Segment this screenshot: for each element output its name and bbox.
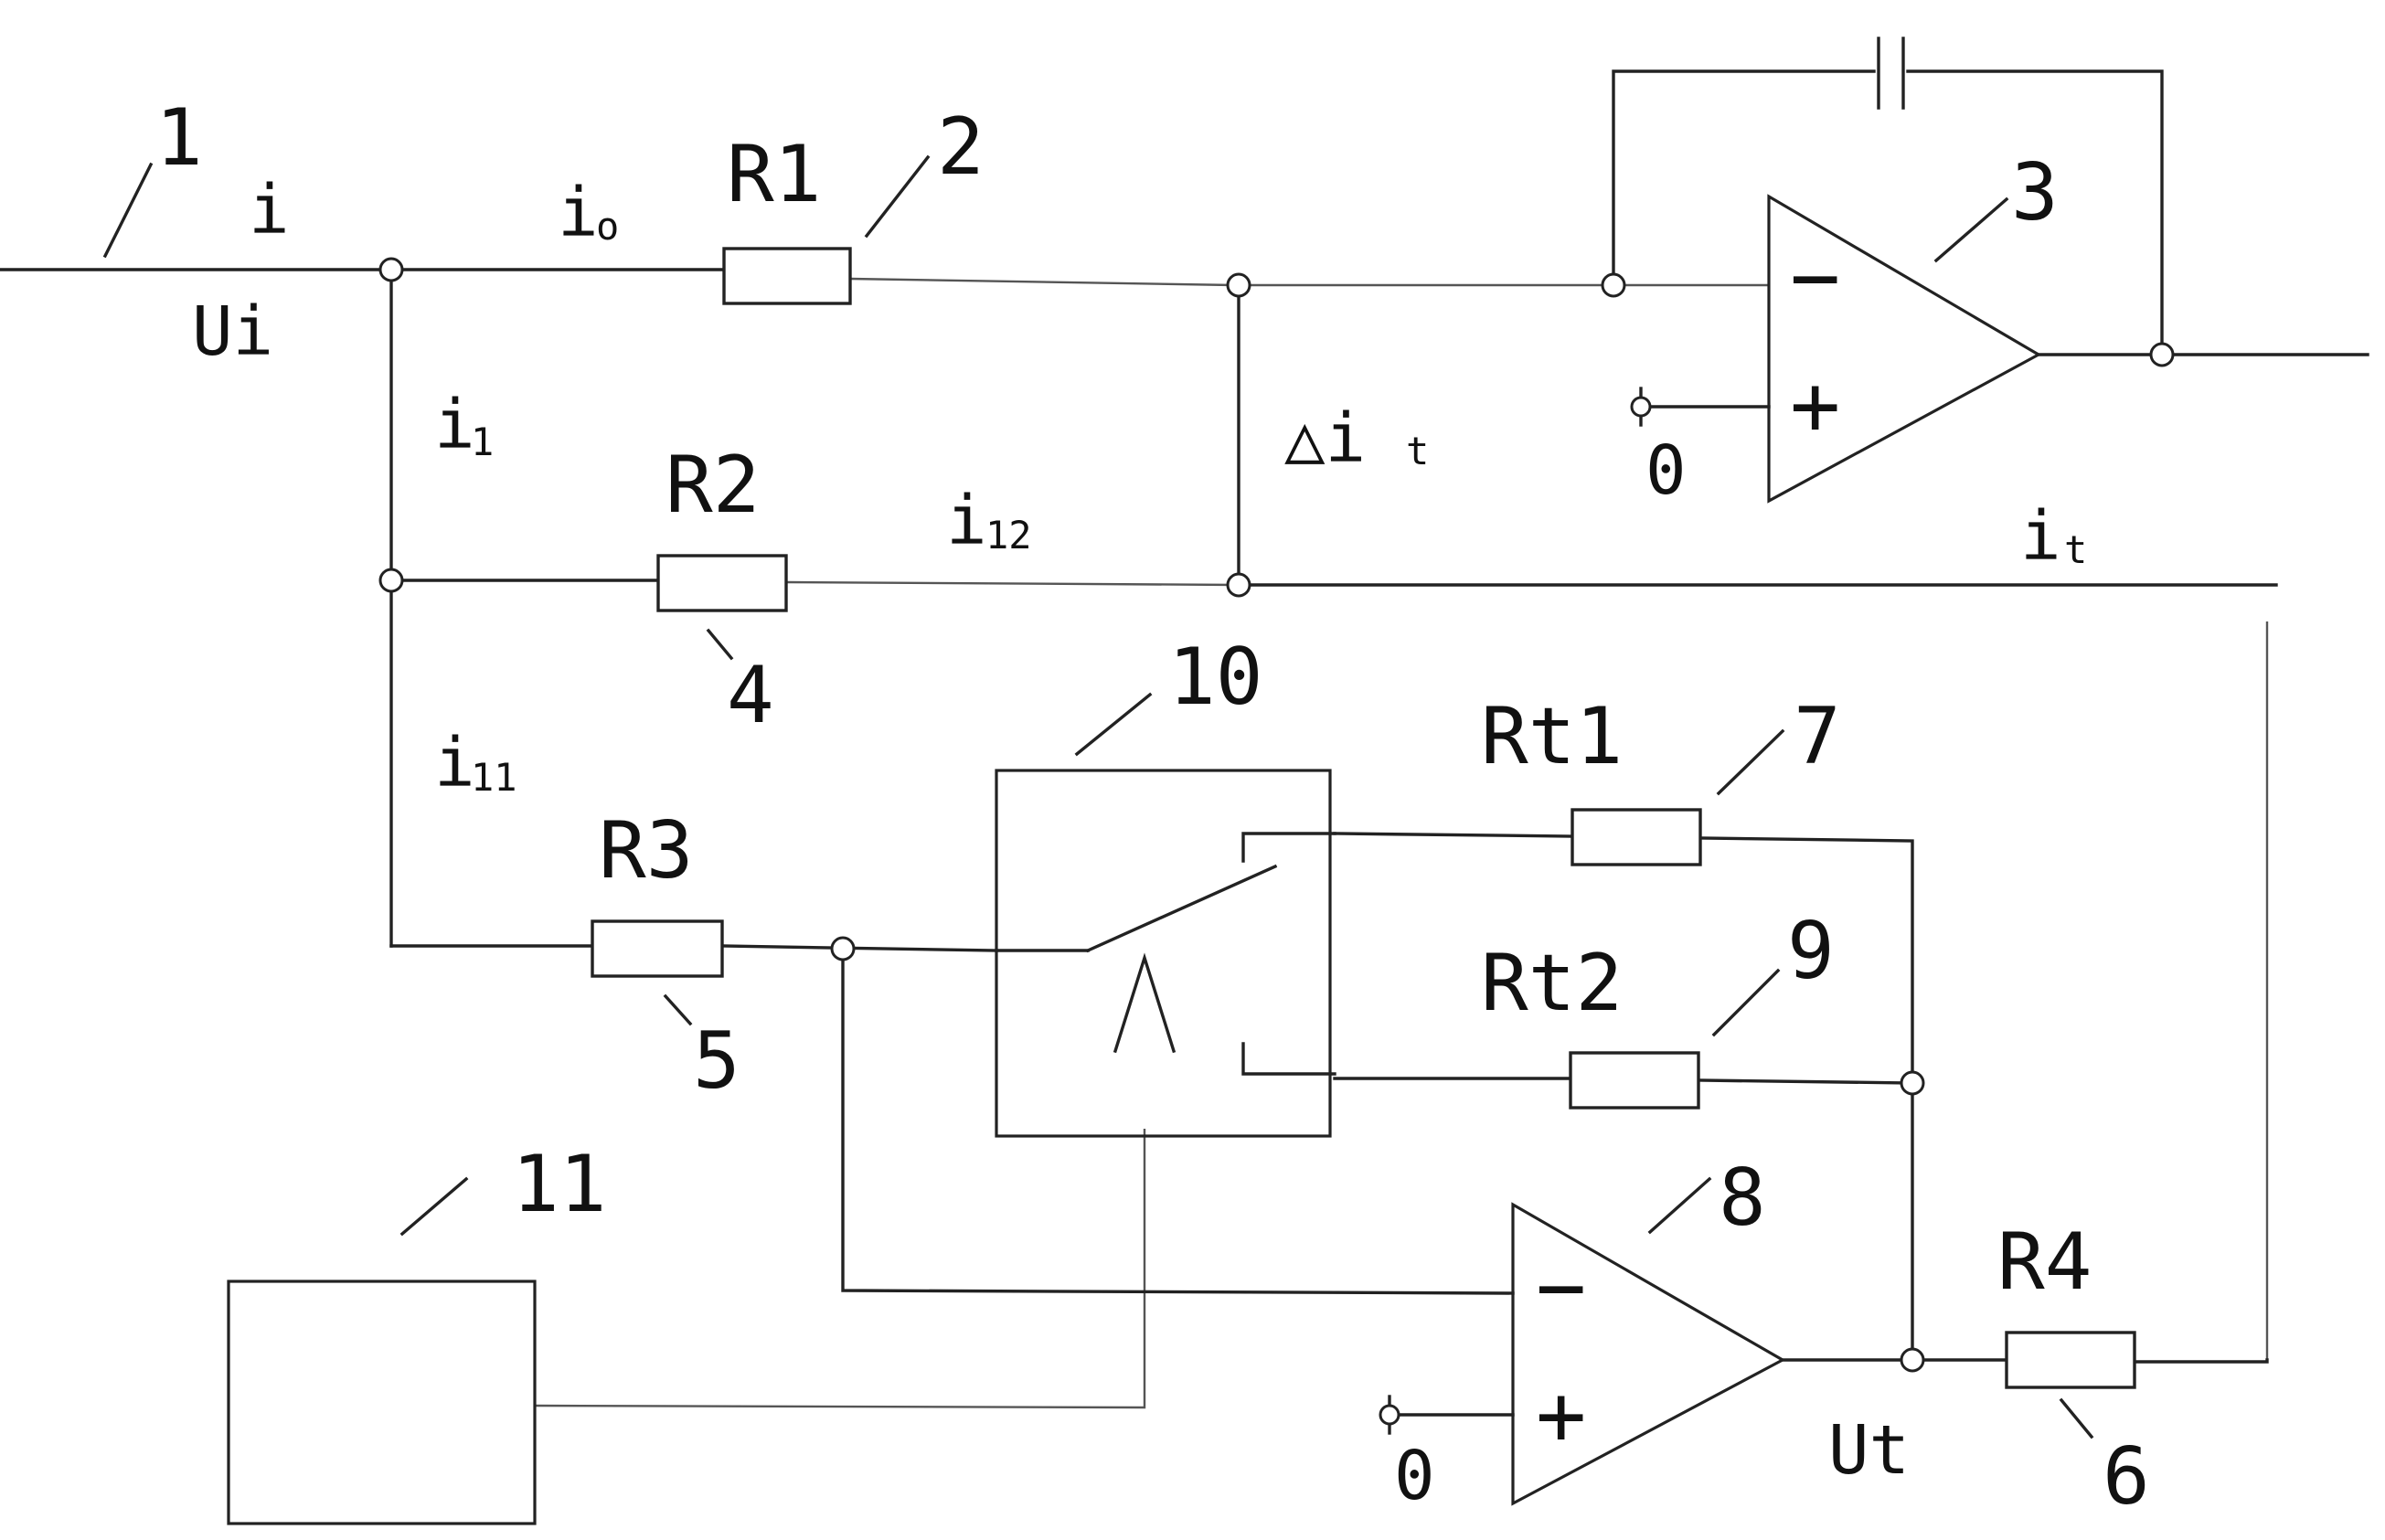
r1-to-node-wire [850,279,1234,285]
label-10: 10 [1168,632,1263,723]
feedback-capacitor [1879,38,1903,108]
label-i: i [249,171,290,250]
wires [0,71,2368,1415]
label-i12-sub: 12 [985,513,1032,558]
opamp3-plus-sign: + [1790,356,1840,454]
resistor-r2 [658,556,786,611]
label-i12: i [946,482,987,560]
label-it-sub: t [2064,527,2087,572]
opamp8-plus-sign: + [1536,1366,1586,1464]
leader-lines [105,157,2092,1437]
label-zero-top: 0 [1645,431,1687,510]
label-7: 7 [1794,691,1841,782]
resistor-rt2 [1570,1053,1698,1108]
label-i0-sub: o [596,204,619,249]
switch-contact-top [1243,834,1335,861]
label-3: 3 [2011,147,2059,239]
control-wire [535,1129,1145,1407]
r2-to-node-wire [786,582,1239,585]
switch-blade [1088,866,1275,951]
r3-to-switch-wire [722,946,996,951]
label-it: i [2020,497,2061,576]
labels: 1 i Ui i o R1 2 3 i 1 R2 i 12 △i t 0 i t… [155,92,2150,1523]
resistor-r1 [724,249,850,303]
label-r4: R4 [1997,1216,2092,1308]
label-2: 2 [937,101,985,193]
label-ut: Ut [1828,1411,1910,1490]
label-1: 1 [155,92,203,184]
label-11: 11 [512,1139,607,1230]
label-9: 9 [1787,906,1835,997]
opamp3-minus-sign: − [1790,228,1840,326]
resistor-r4 [2007,1333,2135,1387]
label-r3: R3 [599,805,694,897]
label-r2: R2 [665,440,761,531]
resistor-rt1 [1572,810,1700,865]
control-box [229,1281,535,1524]
label-8: 8 [1719,1152,1766,1244]
switch-contact-bottom [1243,1044,1335,1074]
r4-to-feedback-wire [2135,1360,2267,1362]
label-5: 5 [693,1015,740,1107]
label-i1-sub: 1 [471,420,494,464]
rt2-right-wire [1698,1080,1912,1083]
label-6: 6 [2103,1431,2150,1523]
switch-box [996,770,1330,1136]
label-4: 4 [727,650,774,741]
resistor-r3 [592,921,722,976]
opamp8-minus-sign: − [1536,1238,1586,1336]
label-rt2: Rt2 [1481,938,1623,1029]
label-rt1: Rt1 [1481,691,1623,782]
label-r1: R1 [727,129,822,220]
label-delta-it-sub: t [1406,429,1429,473]
label-delta-it: △i [1284,399,1366,478]
label-zero-bottom: 0 [1394,1437,1435,1515]
ground-taps [1380,388,1650,1433]
label-ui: Ui [192,292,273,371]
opamp8-minus-wire [843,951,1513,1293]
label-i0: i [558,174,599,252]
rt1-left-wire [1335,834,1572,836]
label-i1: i [434,386,475,464]
control-arrow [1115,958,1174,1051]
label-i11: i [434,724,475,802]
label-i11-sub: 11 [471,755,517,800]
